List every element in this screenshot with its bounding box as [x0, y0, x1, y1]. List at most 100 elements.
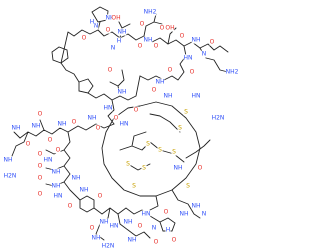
atom-label-background: [87, 114, 97, 122]
atom-label-background: [91, 234, 101, 242]
imidazole-ring-bottom: [159, 217, 176, 232]
atom-label-background: [183, 54, 193, 62]
atom-label-background: [105, 26, 111, 34]
phenyl-ring: [51, 46, 69, 64]
atom-label-o: O: [38, 111, 43, 118]
atom-label-background: [141, 210, 151, 218]
atom-label-o: O: [152, 87, 157, 94]
atom-label-o: O: [38, 175, 43, 182]
atom-label-background: [211, 114, 225, 122]
atom-label-background: [167, 66, 173, 74]
backbone-right: [139, 45, 187, 81]
atom-label-background: [47, 136, 53, 144]
atom-label-n: HN: [192, 93, 201, 100]
atom-label-background: [95, 124, 101, 132]
atom-label-background: [153, 238, 159, 246]
atom-label-n: H: [166, 227, 171, 234]
atom-label-o: O: [210, 39, 215, 46]
atom-label-background: [119, 120, 129, 128]
atom-label-s: S: [126, 161, 130, 168]
atom-label-background: [97, 192, 103, 200]
atom-label-o: O: [180, 33, 185, 40]
atom-label-o: O: [108, 67, 113, 74]
atom-label-background: [11, 124, 21, 132]
atom-label-n: NH2: [226, 69, 239, 76]
atom-label-background: [71, 118, 77, 126]
atom-label-s: S: [142, 165, 146, 172]
atom-label-background: [51, 182, 61, 190]
atom-label-s: S: [186, 183, 190, 190]
atom-label-background: [163, 92, 173, 100]
atom-label-n: NH: [144, 37, 153, 44]
atom-label-background: [25, 140, 31, 148]
atom-label-n: NH: [52, 183, 61, 190]
atom-label-background: [107, 66, 113, 74]
inner-chain: [119, 131, 161, 151]
atom-label-background: [31, 122, 41, 130]
atom-label-background: [191, 202, 201, 210]
atom-label-background: [165, 24, 175, 32]
atom-label-o: O: [134, 107, 139, 114]
atom-label-background: [101, 242, 115, 250]
atom-label-background: [110, 44, 116, 52]
atom-label-background: [143, 36, 153, 44]
atom-label-background: [57, 120, 67, 128]
atom-label-o: O: [154, 43, 159, 50]
atom-label-o: O: [26, 141, 31, 148]
atom-label-background: [165, 226, 171, 234]
atom-label-s: S: [172, 149, 176, 156]
atom-label-background: [103, 104, 113, 112]
atom-label-background: [109, 222, 119, 230]
atom-label-background: [125, 160, 131, 168]
atom-label-n: N: [111, 45, 116, 52]
atom-label-o: O: [160, 25, 165, 32]
atom-label-s: S: [132, 183, 136, 190]
atom-label-n: HN: [184, 55, 193, 62]
atom-label-o: O: [38, 151, 43, 158]
atom-label-o: O: [168, 67, 173, 74]
atom-label-n: NH: [58, 121, 67, 128]
atom-label-n: HN: [120, 121, 129, 128]
atom-label-n: NH: [88, 115, 97, 122]
atom-label-background: [179, 32, 185, 40]
atom-label-o: O: [164, 209, 169, 216]
atom-label-background: [145, 140, 151, 148]
side-chain-bottom-right: [149, 189, 201, 219]
atom-label-background: [157, 146, 163, 154]
atom-label-background: [171, 236, 177, 244]
atom-label-background: [179, 210, 189, 218]
atom-label-s: S: [146, 141, 150, 148]
atom-label-n: N: [94, 23, 99, 30]
atom-label-background: [89, 18, 95, 26]
atom-label-background: [37, 190, 43, 198]
atom-label-background: [153, 42, 159, 50]
atom-label-background: [127, 236, 137, 244]
atom-label-o: O: [38, 191, 43, 198]
atom-label-background: [177, 124, 183, 132]
atom-label-background: [79, 186, 89, 194]
atom-label-background: [67, 202, 73, 210]
atom-label-n: NH: [192, 203, 201, 210]
atom-label-background: [53, 192, 63, 200]
atom-label-background: [3, 172, 17, 180]
atom-label-background: [3, 156, 13, 164]
atom-label-n: H: [117, 38, 122, 45]
atom-label-o: O: [98, 193, 103, 200]
atom-label-background: [137, 222, 143, 230]
atom-label-background: [163, 208, 169, 216]
disulfide-bridge-1: [149, 113, 181, 133]
atom-label-n: NH: [128, 237, 137, 244]
atom-label-background: [191, 92, 201, 100]
atom-label-background: [151, 86, 157, 94]
atom-label-n: H2N: [4, 173, 17, 180]
side-chain-lys-left: [11, 119, 45, 157]
atom-label-background: [183, 108, 189, 116]
atom-label-background: [111, 14, 121, 22]
atom-label-n: NH: [4, 157, 13, 164]
backbone-mid: [87, 75, 141, 125]
atom-label-n: NH: [100, 219, 109, 226]
atom-label-n: N: [152, 225, 157, 232]
atom-label-n: NH: [164, 93, 173, 100]
atom-label-background: [185, 182, 191, 190]
